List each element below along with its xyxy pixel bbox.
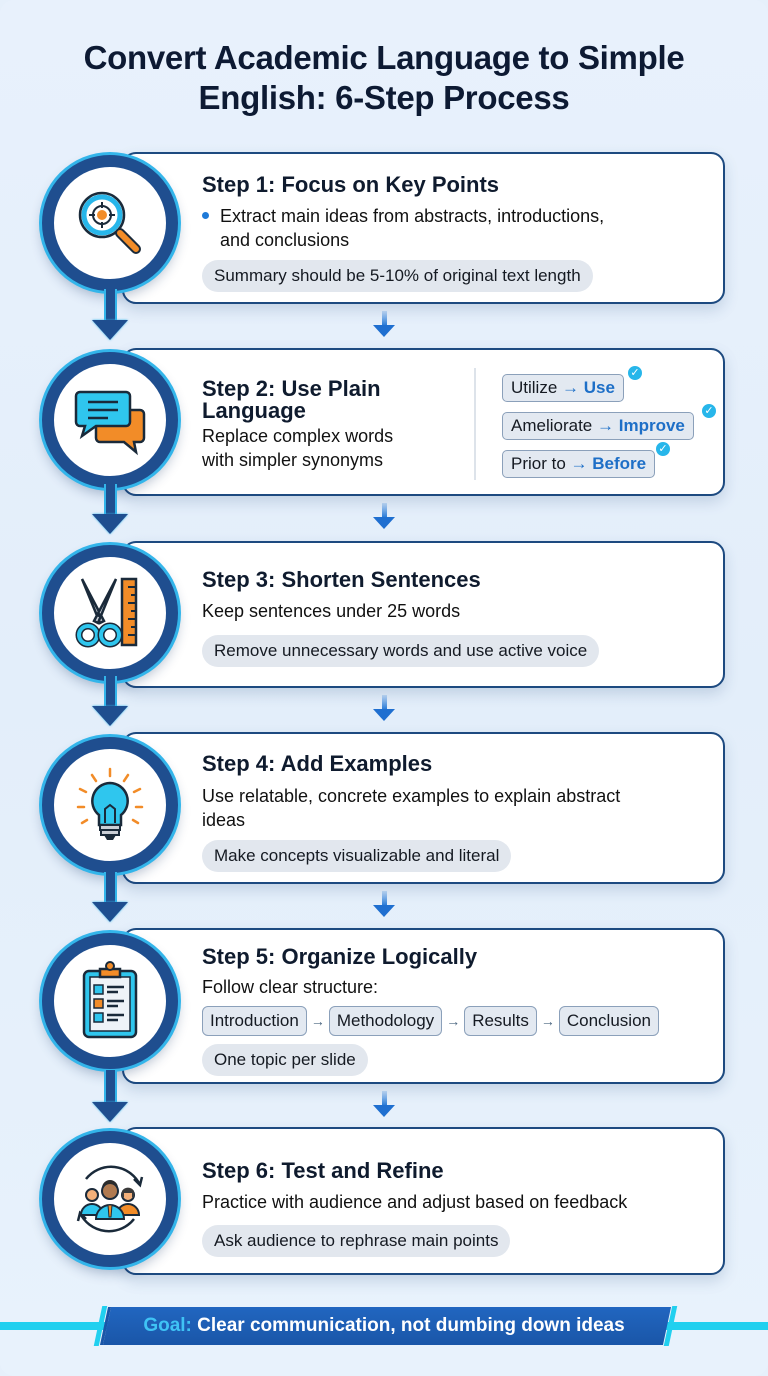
step-3-title: Step 3: Shorten Sentences xyxy=(202,567,481,592)
arrow-right-icon: → xyxy=(597,416,614,435)
step-1-icon-circle xyxy=(42,155,178,291)
flow-connector xyxy=(104,289,117,323)
step-5-tip-pill: One topic per slide xyxy=(202,1044,368,1076)
step-1-bullet-line-1: Extract main ideas from abstracts, intro… xyxy=(220,206,605,226)
flow-connector xyxy=(104,872,117,904)
goal-label: Goal: xyxy=(143,1315,192,1336)
arrow-right-icon: → xyxy=(310,1013,325,1029)
step-5-title: Step 5: Organize Logically xyxy=(202,944,478,969)
bullet-dot xyxy=(202,212,209,219)
step-6-icon-circle xyxy=(42,1131,178,1267)
card-arrow-down-icon xyxy=(373,503,395,529)
flow-step-introduction: Introduction xyxy=(202,1006,307,1036)
synonym-from: Utilize xyxy=(511,378,558,397)
step-3-text: Keep sentences under 25 words xyxy=(202,601,461,621)
flow-connector xyxy=(104,1070,117,1104)
step-2-icon-circle xyxy=(42,352,178,488)
lightbulb-icon xyxy=(76,767,144,840)
step-2-text-line-2: with simpler synonyms xyxy=(202,450,384,470)
clipboard-checklist-icon xyxy=(82,961,138,1039)
synonym-from: Prior to xyxy=(511,454,566,473)
flow-connector xyxy=(104,676,117,708)
flow-arrow-down-icon xyxy=(92,1102,128,1122)
step-2-title-line-1: Step 2: Use Plain xyxy=(202,376,381,401)
synonym-to: Use xyxy=(583,378,615,397)
step-4-text-line-2: ideas xyxy=(202,810,246,830)
synonym-chip-3: Prior to → Before xyxy=(502,450,656,478)
step-4-title: Step 4: Add Examples xyxy=(202,751,433,776)
flow-step-methodology: Methodology xyxy=(328,1006,443,1036)
audience-cycle-icon xyxy=(76,1165,144,1233)
step-2-text-line-1: Replace complex words xyxy=(202,426,394,446)
step-3-card: Step 3: Shorten Sentences Keep sentences… xyxy=(122,541,725,688)
card-arrow-down-icon xyxy=(373,695,395,721)
flow-step-conclusion: Conclusion xyxy=(558,1006,659,1036)
scissors-ruler-icon xyxy=(75,577,138,648)
title-line-1: Convert Academic Language to Simple xyxy=(83,39,685,76)
card-arrow-down-icon xyxy=(373,891,395,917)
step-2-title-line-2: Language xyxy=(202,398,306,423)
flow-arrow-down-icon xyxy=(92,320,128,340)
flow-arrow-down-icon xyxy=(92,706,128,726)
synonym-to: Before xyxy=(592,454,647,473)
arrow-right-icon: → xyxy=(540,1013,555,1029)
structure-flow: Introduction → Methodology → Results → C… xyxy=(202,1006,659,1036)
magnifier-target-icon xyxy=(78,191,141,254)
step-5-icon-circle xyxy=(42,933,178,1069)
step-4-tip-pill: Make concepts visualizable and literal xyxy=(202,840,512,872)
divider xyxy=(474,368,476,480)
synonym-chip-2: Ameliorate → Improve xyxy=(502,412,694,440)
flow-arrow-down-icon xyxy=(92,514,128,534)
step-1-card: Step 1: Focus on Key Points Extract main… xyxy=(122,152,725,304)
title-line-2: English: 6-Step Process xyxy=(198,79,570,116)
arrow-right-icon: → xyxy=(570,454,588,473)
step-6-title: Step 6: Test and Refine xyxy=(202,1158,444,1183)
flow-arrow-down-icon xyxy=(92,902,128,922)
card-arrow-down-icon xyxy=(373,311,395,337)
step-1-title: Step 1: Focus on Key Points xyxy=(202,172,500,197)
goal-text: Goal: Clear communication, not dumbing d… xyxy=(104,1307,664,1345)
flow-connector xyxy=(104,484,117,516)
step-3-icon-circle xyxy=(42,545,178,681)
page-title: Convert Academic Language to Simple Engl… xyxy=(0,38,768,118)
checkmark-icon: ✓ xyxy=(654,440,672,458)
step-2-card: Step 2: Use Plain Language Replace compl… xyxy=(122,348,725,496)
step-5-text: Follow clear structure: xyxy=(202,977,379,997)
step-3-tip-pill: Remove unnecessary words and use active … xyxy=(202,635,600,667)
card-arrow-down-icon xyxy=(373,1091,395,1117)
step-5-card: Step 5: Organize Logically Follow clear … xyxy=(122,928,725,1084)
synonym-chip-1: Utilize → Use xyxy=(502,374,624,402)
arrow-right-icon: → xyxy=(562,378,580,397)
step-4-icon-circle xyxy=(42,737,178,873)
step-6-card: Step 6: Test and Refine Practice with au… xyxy=(122,1127,725,1275)
chat-bubbles-icon xyxy=(74,390,146,456)
step-1-bullet-line-2: and conclusions xyxy=(220,230,350,250)
goal-line-right xyxy=(662,1322,768,1330)
flow-step-results: Results xyxy=(464,1006,537,1036)
step-2-title: Step 2: Use Plain Language xyxy=(202,378,381,422)
checkmark-icon: ✓ xyxy=(700,402,718,420)
arrow-right-icon: → xyxy=(446,1013,461,1029)
step-4-text-line-1: Use relatable, concrete examples to expl… xyxy=(202,786,621,806)
step-1-tip-pill: Summary should be 5-10% of original text… xyxy=(202,260,593,292)
step-4-card: Step 4: Add Examples Use relatable, conc… xyxy=(122,732,725,884)
goal-statement: Clear communication, not dumbing down id… xyxy=(191,1315,625,1336)
checkmark-icon: ✓ xyxy=(626,364,644,382)
step-6-text: Practice with audience and adjust based … xyxy=(202,1192,628,1212)
synonym-from: Ameliorate xyxy=(511,416,593,435)
goal-line-left xyxy=(0,1322,112,1330)
synonym-to: Improve xyxy=(618,416,685,435)
step-6-tip-pill: Ask audience to rephrase main points xyxy=(202,1225,511,1257)
